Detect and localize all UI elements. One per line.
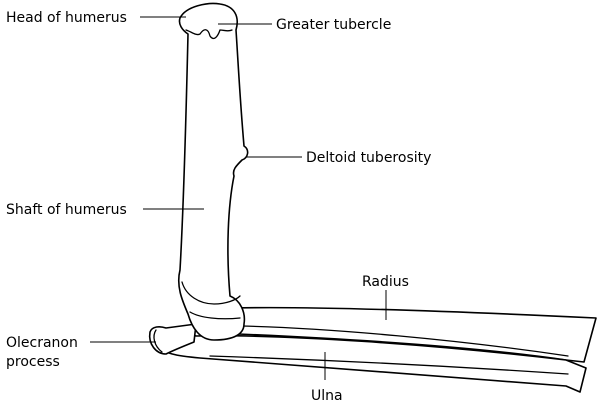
label-shaft-of-humerus: Shaft of humerus bbox=[6, 202, 127, 218]
label-olecranon-line1: Olecranon bbox=[6, 335, 78, 351]
humerus-distal-contour bbox=[181, 281, 241, 305]
humerus-condyle-contour bbox=[189, 311, 241, 320]
olecranon-process bbox=[148, 323, 197, 355]
humerus-bone bbox=[177, 2, 249, 341]
label-head-of-humerus: Head of humerus bbox=[6, 10, 127, 26]
radius-inner-line bbox=[239, 325, 569, 357]
label-radius: Radius bbox=[362, 274, 409, 290]
humerus-head-notch bbox=[185, 29, 233, 40]
label-greater-tubercle: Greater tubercle bbox=[276, 17, 391, 33]
olecranon-detail-line bbox=[153, 329, 163, 353]
ulna-bone bbox=[157, 329, 587, 393]
label-ulna: Ulna bbox=[311, 388, 343, 404]
ulna-inner-line bbox=[209, 355, 569, 375]
label-olecranon-line2: process bbox=[6, 354, 60, 370]
label-deltoid-tuberosity: Deltoid tuberosity bbox=[306, 150, 431, 166]
